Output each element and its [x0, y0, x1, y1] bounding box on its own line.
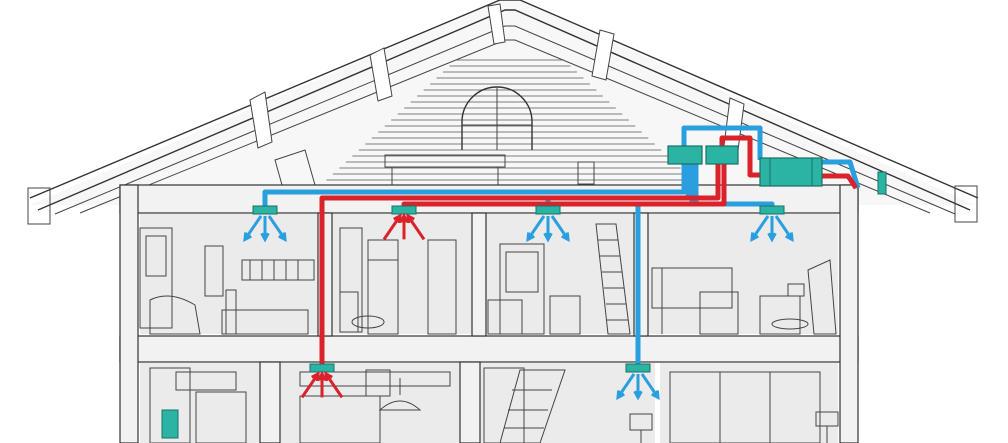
control-panel-icon [161, 409, 179, 439]
supply-airflow-arrows [526, 215, 570, 243]
vent-upper-4 [750, 205, 794, 243]
house-walls [119, 184, 859, 443]
vent-lower-1 [300, 363, 344, 399]
ventilation-unit-icon [759, 157, 823, 187]
distribution-box-icon [667, 145, 703, 165]
roof-vent-icon [877, 171, 887, 195]
vents [243, 205, 794, 401]
distribution-box-icon [705, 145, 739, 165]
vent-upper-1 [243, 205, 287, 243]
vent-upper-3 [526, 205, 570, 243]
roof [27, 0, 979, 225]
supply-airflow-arrows [243, 215, 287, 243]
supply-airflow-arrows [750, 215, 794, 243]
extract-airflow-arrows [300, 370, 344, 399]
vent-upper-2 [382, 205, 426, 241]
supply-airflow-arrows [616, 373, 660, 401]
extract-airflow-arrows [382, 212, 426, 241]
furniture [139, 223, 839, 443]
vent-lower-2 [616, 363, 660, 401]
